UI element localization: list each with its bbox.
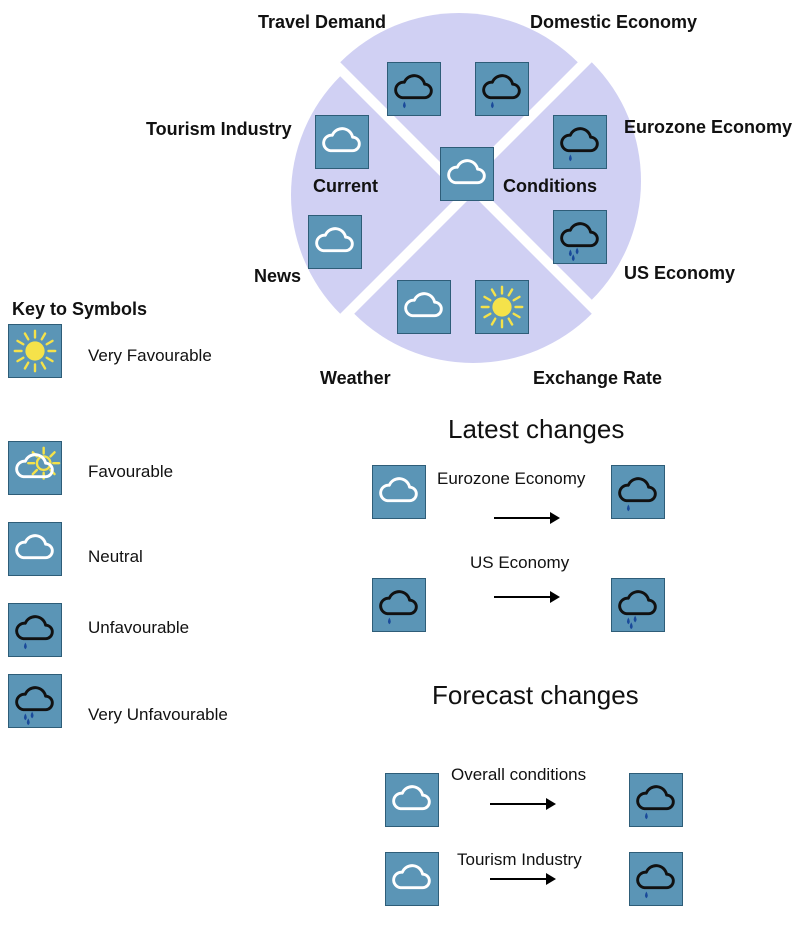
center-label-conditions: Conditions xyxy=(503,176,597,196)
wheel-icon-exchange-rate xyxy=(475,280,529,334)
forecast-label-overall: Overall conditions xyxy=(451,765,587,784)
forecast-label-tourism: Tourism Industry xyxy=(457,850,582,869)
wheel-icon-news xyxy=(308,215,362,269)
latest-arrow-eurozone xyxy=(494,512,560,524)
key-icon-very-favourable xyxy=(8,324,62,378)
latest-label-us: US Economy xyxy=(470,553,570,572)
wheel-center-icon xyxy=(440,147,494,201)
wheel-icon-weather xyxy=(397,280,451,334)
forecast-to-icon-tourism xyxy=(629,852,683,906)
segment-label-weather: Weather xyxy=(320,368,391,388)
segment-label-us-economy: US Economy xyxy=(624,263,736,283)
key-label-neutral: Neutral xyxy=(88,547,143,566)
segment-label-eurozone-economy: Eurozone Economy xyxy=(624,117,793,137)
key-label-very-favourable: Very Favourable xyxy=(88,346,212,365)
forecast-from-icon-overall xyxy=(385,773,439,827)
segment-label-domestic-economy: Domestic Economy xyxy=(530,12,698,32)
latest-changes-title: Latest changes xyxy=(448,414,625,444)
segment-label-travel-demand: Travel Demand xyxy=(258,12,387,32)
key-icon-neutral xyxy=(8,522,62,576)
segment-label-tourism-industry: Tourism Industry xyxy=(146,119,292,139)
wheel-icon-domestic-economy xyxy=(475,62,529,116)
latest-label-eurozone: Eurozone Economy xyxy=(437,469,586,488)
wheel-icon-tourism-industry xyxy=(315,115,369,169)
key-label-favourable: Favourable xyxy=(88,462,174,481)
latest-to-icon-eurozone xyxy=(611,465,665,519)
key-label-unfavourable: Unfavourable xyxy=(88,618,190,637)
segment-label-news: News xyxy=(254,266,302,286)
key-icon-very-unfavourable xyxy=(8,674,62,728)
latest-arrow-us xyxy=(494,591,560,603)
key-label-very-unfavourable: Very Unfavourable xyxy=(88,705,228,724)
key-icon-favourable xyxy=(8,441,62,495)
center-label-current: Current xyxy=(313,176,379,196)
forecast-to-icon-overall xyxy=(629,773,683,827)
latest-from-icon-us xyxy=(372,578,426,632)
key-icon-unfavourable xyxy=(8,603,62,657)
forecast-from-icon-tourism xyxy=(385,852,439,906)
latest-from-icon-eurozone xyxy=(372,465,426,519)
key-title: Key to Symbols xyxy=(12,299,148,319)
latest-to-icon-us xyxy=(611,578,665,632)
wheel-icon-eurozone-economy xyxy=(553,115,607,169)
forecast-arrow-tourism xyxy=(490,873,556,885)
forecast-arrow-overall xyxy=(490,798,556,810)
forecast-changes-title: Forecast changes xyxy=(432,680,639,710)
wheel-icon-travel-demand xyxy=(387,62,441,116)
conditions-wheel xyxy=(291,13,641,363)
segment-label-exchange-rate: Exchange Rate xyxy=(533,368,663,388)
wheel-icon-us-economy xyxy=(553,210,607,264)
